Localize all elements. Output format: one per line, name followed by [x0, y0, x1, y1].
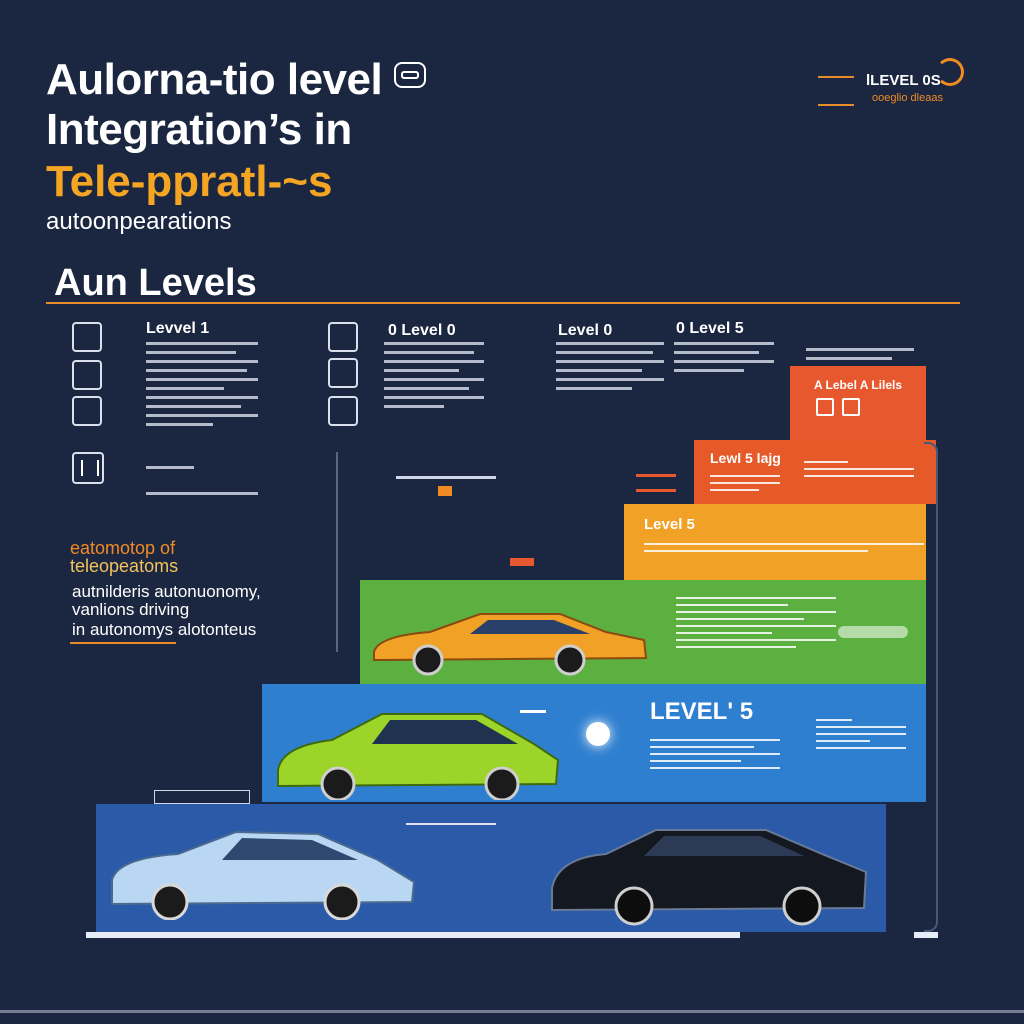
header-decor [818, 76, 854, 106]
side-panel-line-3: autnilderis autonuonomy, [72, 582, 261, 601]
white-car [108, 820, 418, 921]
section-title: Aun Levels [54, 262, 257, 304]
lime-car-svg [277, 713, 560, 802]
car-front-icon [328, 322, 358, 352]
lock-icon [842, 398, 860, 416]
connector-caption [396, 476, 496, 479]
stair-5-label: Lewl 5 lajg [710, 450, 781, 466]
road-icon [72, 360, 102, 390]
stair-1-text [406, 818, 496, 830]
stair-4-text [644, 538, 924, 557]
orange-car-svg [373, 613, 648, 676]
stair-step-4: Level 5 [624, 504, 926, 580]
orange-car [370, 606, 650, 676]
column-1-text [146, 336, 258, 432]
stair-6-label: A Lebel A Lilels [814, 378, 903, 392]
stair-4-fill [624, 504, 926, 580]
base-bar [86, 932, 740, 938]
side-panel-line-5: in autonomys alotonteus [72, 620, 257, 639]
black-car [546, 818, 886, 928]
lock-icon [328, 396, 358, 426]
lock-icon [816, 398, 834, 416]
footer-text [0, 1004, 1024, 1019]
column-3-text [556, 336, 664, 396]
column-2-heading: 0 Level 0 [388, 322, 456, 339]
steering-wheel-icon [72, 322, 102, 352]
column-1-heading: Levvel 1 [146, 320, 210, 337]
title-line-3: Tele-ppratl-~s [46, 157, 333, 206]
up-arrow-icon [438, 486, 452, 496]
side-panel-line-1: eatomotop of [70, 538, 176, 558]
stair-step-1 [96, 804, 886, 932]
column-1-bullet-2 [146, 486, 258, 501]
car-badge-icon [394, 62, 426, 88]
stair-3-glow [838, 626, 908, 638]
stair-2-text [650, 734, 780, 774]
top-right-sub: ooeglio dleaas [872, 92, 943, 104]
black-car-svg [551, 829, 868, 926]
column-1-bullet-1 [146, 460, 194, 475]
right-arrow-icon [510, 558, 534, 566]
lime-car [272, 700, 562, 802]
stair-5-text [710, 470, 780, 496]
sensor-icon [72, 452, 104, 484]
section-divider [46, 302, 960, 304]
connector-line [336, 452, 338, 652]
subtitle: autoonpearations [46, 208, 232, 235]
stair-step-3 [360, 580, 926, 684]
map-icon [72, 396, 102, 426]
side-panel-rule [70, 642, 176, 644]
column-3-heading: Level 0 [558, 322, 613, 339]
stair-5-text-2 [804, 456, 914, 482]
base-bar-end [914, 932, 938, 938]
stair-2-label: LEVEL' 5 [650, 698, 754, 725]
stair-step-6: A Lebel A Lilels [790, 366, 926, 440]
sensor-light-icon [586, 722, 610, 746]
rocket-icon [936, 58, 964, 86]
white-car-svg [111, 830, 416, 921]
stair-5-fill [694, 440, 936, 504]
stair-step-2: LEVEL' 5 [262, 684, 926, 802]
title-line-1: Aulorna-tio level [46, 55, 383, 104]
equals-icon [636, 474, 676, 492]
side-panel-line-2: teleopeatoms [70, 556, 179, 576]
column-4-text [674, 336, 774, 378]
stair-3-text [676, 592, 836, 653]
stair-step-5: Lewl 5 lajg [694, 440, 936, 504]
car-side-icon [328, 358, 358, 388]
stair-4-label: Level 5 [644, 516, 695, 533]
column-2-text [384, 336, 484, 414]
left-arrow-icon [520, 710, 546, 713]
side-panel-line-4: vanlions driving [72, 600, 190, 619]
step-caption-box [154, 790, 250, 804]
top-right-label: lLEVEL 0S [866, 72, 941, 89]
right-frame [924, 442, 938, 932]
top-right-notes [806, 342, 914, 366]
title-line-2: Integration’s in [46, 105, 352, 154]
stair-2-text-2 [816, 714, 906, 754]
column-4-heading: 0 Level 5 [676, 320, 744, 337]
